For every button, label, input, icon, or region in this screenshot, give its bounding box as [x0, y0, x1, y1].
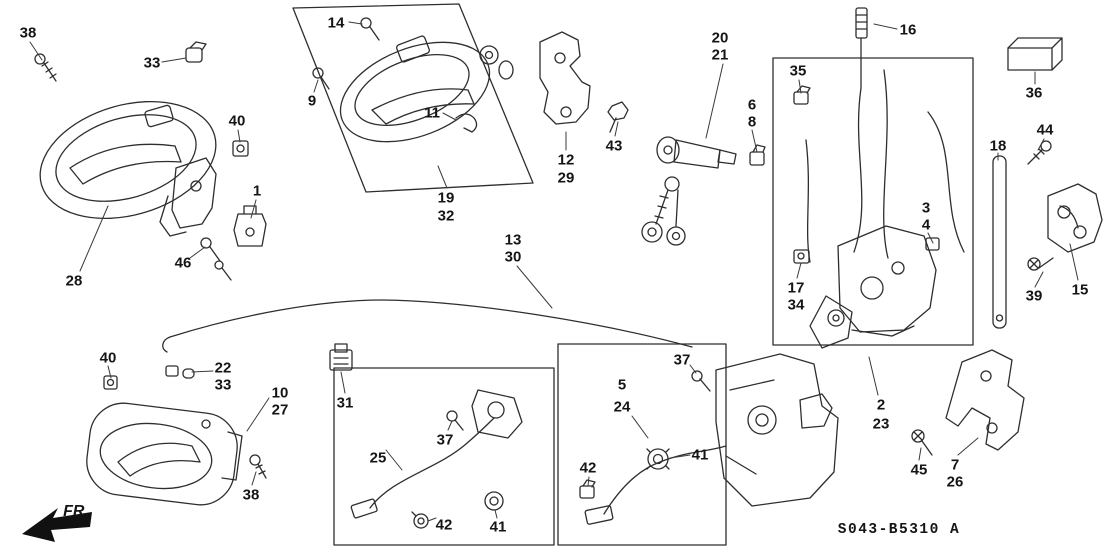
part-callout: 40 [228, 112, 246, 130]
cushion-box-art [1007, 37, 1063, 71]
part-callout: 33 [214, 376, 232, 394]
part-callout: 37 [436, 431, 454, 449]
part-callout: 37 [673, 351, 691, 369]
part-callout: 45 [910, 461, 928, 479]
door-lock-cylinder-art [641, 136, 737, 246]
part-callout: 13 [504, 231, 522, 249]
part-callout: 32 [437, 207, 455, 225]
striker-art [1047, 183, 1103, 253]
screw-38b-art [249, 454, 267, 479]
part-callout: 30 [504, 248, 522, 266]
part-callout: 26 [946, 473, 964, 491]
part-callout: 16 [899, 21, 917, 39]
bolt-art [607, 101, 629, 133]
part-callout: 3 [921, 199, 931, 217]
part-callout: 9 [307, 92, 317, 110]
part-callout: 2 [876, 396, 886, 414]
part-callout: 23 [872, 415, 890, 433]
part-callout: 21 [711, 46, 729, 64]
part-callout: 38 [242, 486, 260, 504]
part-callout: 34 [787, 296, 805, 314]
lock-bracket-art [911, 349, 1025, 456]
part-callout: 22 [214, 359, 232, 377]
part-callout: 12 [557, 151, 575, 169]
lock-actuator-art [691, 353, 839, 507]
part-callout: 6 [747, 96, 757, 114]
part-callout: 4 [921, 216, 931, 234]
rod-18-art [992, 155, 1007, 329]
part-callout: 36 [1025, 84, 1043, 102]
part-callout: 35 [789, 62, 807, 80]
handle-rod-kit-box-art [333, 367, 555, 546]
handle-bracket-art [539, 31, 591, 125]
part-callout: 29 [557, 169, 575, 187]
part-callout: 31 [336, 394, 354, 412]
switch-31-art [329, 343, 353, 371]
part-callout: 25 [369, 449, 387, 467]
part-callout: 17 [787, 279, 805, 297]
part-callout: 14 [327, 14, 345, 32]
part-callout: 42 [435, 516, 453, 534]
part-callout: 10 [271, 384, 289, 402]
part-callout: 27 [271, 401, 289, 419]
leader-lines [29, 21, 1079, 522]
clips-22-33-art [165, 365, 195, 379]
part-callout: 11 [424, 104, 440, 122]
lock-clip-art [749, 144, 766, 166]
part-callout: 46 [174, 254, 192, 272]
part-callout: 43 [605, 137, 623, 155]
screw-44-art [1027, 140, 1052, 165]
clip-art [200, 205, 267, 281]
connecting-rod-art [162, 299, 693, 353]
screw-39-art [1027, 257, 1054, 271]
part-callout: 5 [617, 376, 627, 394]
part-callout: 20 [711, 29, 729, 47]
part-callout: 42 [579, 459, 597, 477]
outer-handle-assembly-box-art [292, 3, 534, 193]
part-callout: 38 [19, 24, 37, 42]
door-lock-assembly-art [772, 7, 974, 349]
part-callout: 41 [489, 518, 507, 536]
part-callout: 40 [99, 349, 117, 367]
part-callout: 41 [691, 446, 709, 464]
part-callout: 24 [613, 398, 631, 416]
part-callout: 39 [1025, 287, 1043, 305]
part-callout: 7 [950, 456, 960, 474]
front-outer-handle-art [39, 100, 217, 237]
front-inside-handle-art [86, 402, 243, 506]
part-callout: 44 [1036, 121, 1054, 139]
part-callout: 28 [65, 272, 83, 290]
part-callout: 1 [252, 182, 262, 200]
part-callout: 33 [143, 54, 161, 72]
part-callout: 15 [1071, 281, 1089, 299]
part-callout: 8 [747, 113, 757, 131]
fr-arrow-icon [22, 508, 92, 542]
grommet-art [185, 41, 207, 63]
fr-direction-label: FR. [63, 503, 89, 520]
lock-rod-kit-box-art [557, 343, 727, 546]
part-callout: 19 [437, 189, 455, 207]
part-callout: 18 [989, 137, 1007, 155]
screw-art [34, 53, 57, 82]
nut-art [232, 140, 249, 157]
diagram-code: S043-B5310 A [837, 521, 961, 538]
